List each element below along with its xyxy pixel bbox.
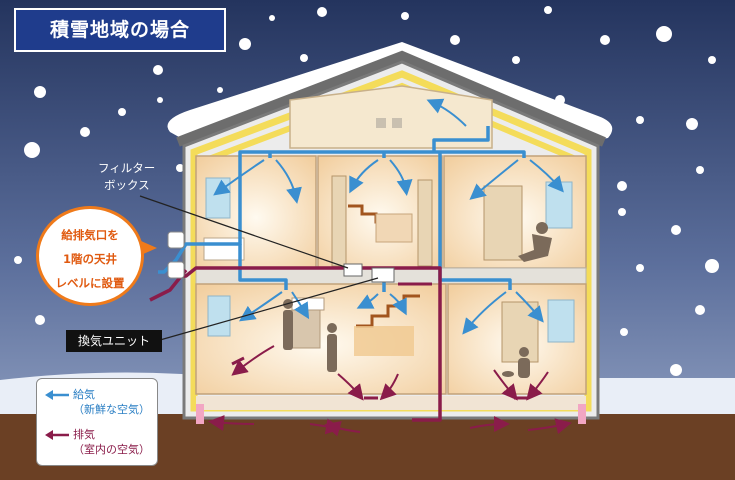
filter-box-label-line-2: ボックス (104, 178, 150, 192)
filter-box-label-line-1: フィルター (98, 161, 156, 175)
vent-hoods (167, 231, 185, 279)
exhaust-arrow-icon (45, 430, 69, 440)
snowflakes (14, 6, 719, 376)
callout-line-2: 1階の天井 (62, 252, 117, 266)
legend-exhaust-desc: （室内の空気） (73, 443, 150, 456)
callout-line-3: レベルに設置 (55, 276, 125, 290)
callout-pointer (141, 241, 157, 255)
legend-exhaust-text: 排気 （室内の空気） (73, 427, 150, 457)
legend-supply-term: 給気 (73, 388, 95, 401)
ventilation-unit-label: 換気ユニット (66, 330, 162, 352)
filter-box-label: フィルター ボックス (98, 160, 155, 194)
vent-placement-callout: 給排気口を 1階の天井 レベルに設置 (36, 206, 144, 306)
legend-supply-desc: （新鮮な空気） (73, 403, 150, 416)
legend-supply-text: 給気 （新鮮な空気） (73, 387, 150, 417)
legend: 給気 （新鮮な空気） 排気 （室内の空気） (36, 378, 158, 466)
callout-line-1: 給排気口を (61, 228, 119, 242)
supply-arrow-icon (45, 390, 69, 400)
page-title: 積雪地域の場合 (14, 8, 226, 52)
legend-exhaust-term: 排気 (73, 428, 95, 441)
